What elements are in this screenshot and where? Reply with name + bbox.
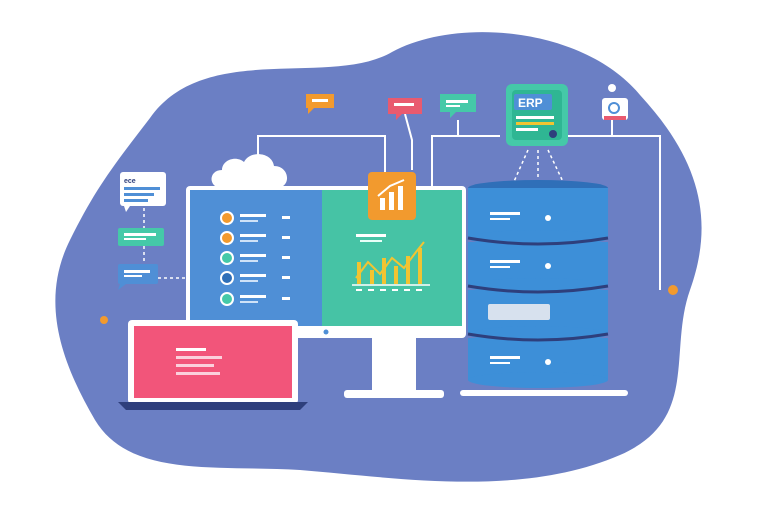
list-item — [220, 251, 290, 265]
list-item — [220, 292, 290, 306]
monitor-stand — [372, 338, 416, 392]
database-icon — [460, 180, 628, 396]
chat-bubble-icon — [388, 98, 422, 120]
document-card-icon: ece — [120, 172, 166, 212]
monitor — [186, 186, 466, 398]
monitor-list — [220, 211, 290, 306]
padlock-icon — [602, 84, 628, 120]
list-item — [220, 231, 290, 245]
erp-card: ERP — [506, 84, 568, 146]
chat-bubble-icon — [440, 94, 476, 118]
chat-bubble-icon — [306, 94, 334, 114]
list-item — [220, 211, 290, 225]
database-drive-slot — [488, 304, 550, 320]
monitor-base — [344, 390, 444, 398]
chart-trend-line — [355, 241, 425, 279]
node-dot — [668, 285, 678, 295]
cloud-icon — [211, 154, 288, 188]
list-item — [220, 271, 290, 285]
erp-label: ERP — [518, 96, 543, 110]
monitor-chart — [352, 234, 430, 291]
bar-chart-icon — [368, 172, 416, 220]
laptop-screen — [134, 326, 292, 398]
node-dot — [100, 316, 108, 324]
chat-bubble-icon — [118, 228, 164, 246]
chat-bubble-icon — [118, 264, 158, 290]
monitor-left-panel — [190, 190, 322, 326]
laptop-icon — [118, 320, 308, 410]
small-card-label: ece — [124, 178, 136, 185]
